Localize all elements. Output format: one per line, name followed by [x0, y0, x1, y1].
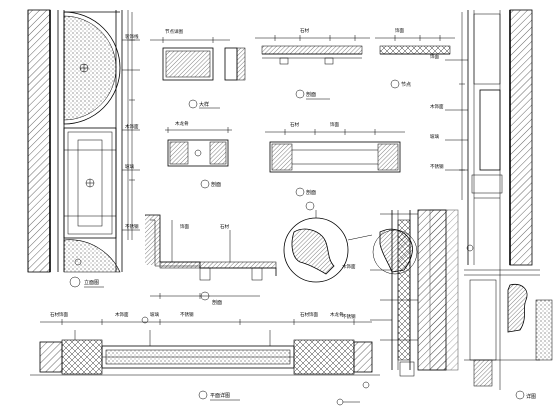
- svg-text:饰面: 饰面: [430, 53, 439, 60]
- section-detail-2: 石材 剖面: [255, 27, 370, 100]
- left-dimensions: [129, 12, 135, 240]
- section-detail-1: 节点详图 大样: [150, 28, 246, 109]
- svg-text:饰面: 饰面: [395, 27, 404, 34]
- svg-text:木饰面: 木饰面: [342, 263, 356, 270]
- svg-text:大样: 大样: [199, 101, 209, 108]
- svg-text:不锈钢: 不锈钢: [430, 163, 444, 170]
- section-detail-3: 饰面 节点: [375, 27, 455, 89]
- svg-text:石材: 石材: [300, 27, 309, 34]
- svg-text:剖面: 剖面: [211, 181, 221, 188]
- svg-text:石材饰面: 石材饰面: [300, 311, 318, 318]
- right-elevation: 饰面 木饰面 玻璃 不锈钢: [430, 9, 533, 266]
- svg-text:剖面: 剖面: [212, 299, 222, 306]
- svg-text:木龙骨: 木龙骨: [330, 311, 344, 318]
- bottom-horizontal-section: 石材饰面 木饰面 玻璃 不锈钢 石材饰面 木龙骨 平面详图: [30, 311, 380, 401]
- middle-panel: [63, 127, 117, 239]
- moulding-detail-circle: [283, 201, 349, 283]
- step-section: 饰面 石材 剖面: [145, 214, 277, 306]
- svg-text:木饰面: 木饰面: [430, 103, 444, 110]
- svg-text:木饰面: 木饰面: [115, 311, 129, 318]
- svg-text:剖面: 剖面: [306, 91, 316, 98]
- svg-text:平面详图: 平面详图: [210, 392, 230, 399]
- svg-text:节点: 节点: [401, 82, 411, 88]
- bottom-arch: [63, 239, 121, 273]
- svg-text:石材: 石材: [220, 223, 229, 230]
- svg-text:饰面: 饰面: [330, 121, 339, 128]
- svg-text:立面图: 立面图: [84, 279, 99, 286]
- svg-text:不锈钢: 不锈钢: [180, 311, 194, 318]
- svg-text:玻璃: 玻璃: [150, 311, 159, 318]
- svg-text:木龙骨: 木龙骨: [175, 120, 189, 127]
- svg-text:玻璃: 玻璃: [125, 163, 134, 170]
- svg-text:节点详图: 节点详图: [165, 28, 183, 35]
- right-bottom-detail: 详图: [429, 209, 553, 400]
- arched-glass-panel: [63, 11, 121, 125]
- left-wall-elevation: [27, 9, 51, 273]
- svg-text:详图: 详图: [526, 393, 536, 400]
- mid-section-right: 石材 饰面 剖面: [265, 121, 405, 197]
- svg-text:剖面: 剖面: [306, 189, 316, 196]
- svg-text:饰面: 饰面: [180, 223, 189, 230]
- svg-text:不锈钢: 不锈钢: [342, 313, 356, 320]
- svg-text:石材饰面: 石材饰面: [50, 311, 68, 318]
- annotation-markers: [141, 244, 474, 406]
- svg-text:石材: 石材: [290, 121, 299, 128]
- mid-section-left: 木龙骨 剖面: [165, 120, 232, 189]
- svg-text:玻璃: 玻璃: [430, 133, 439, 140]
